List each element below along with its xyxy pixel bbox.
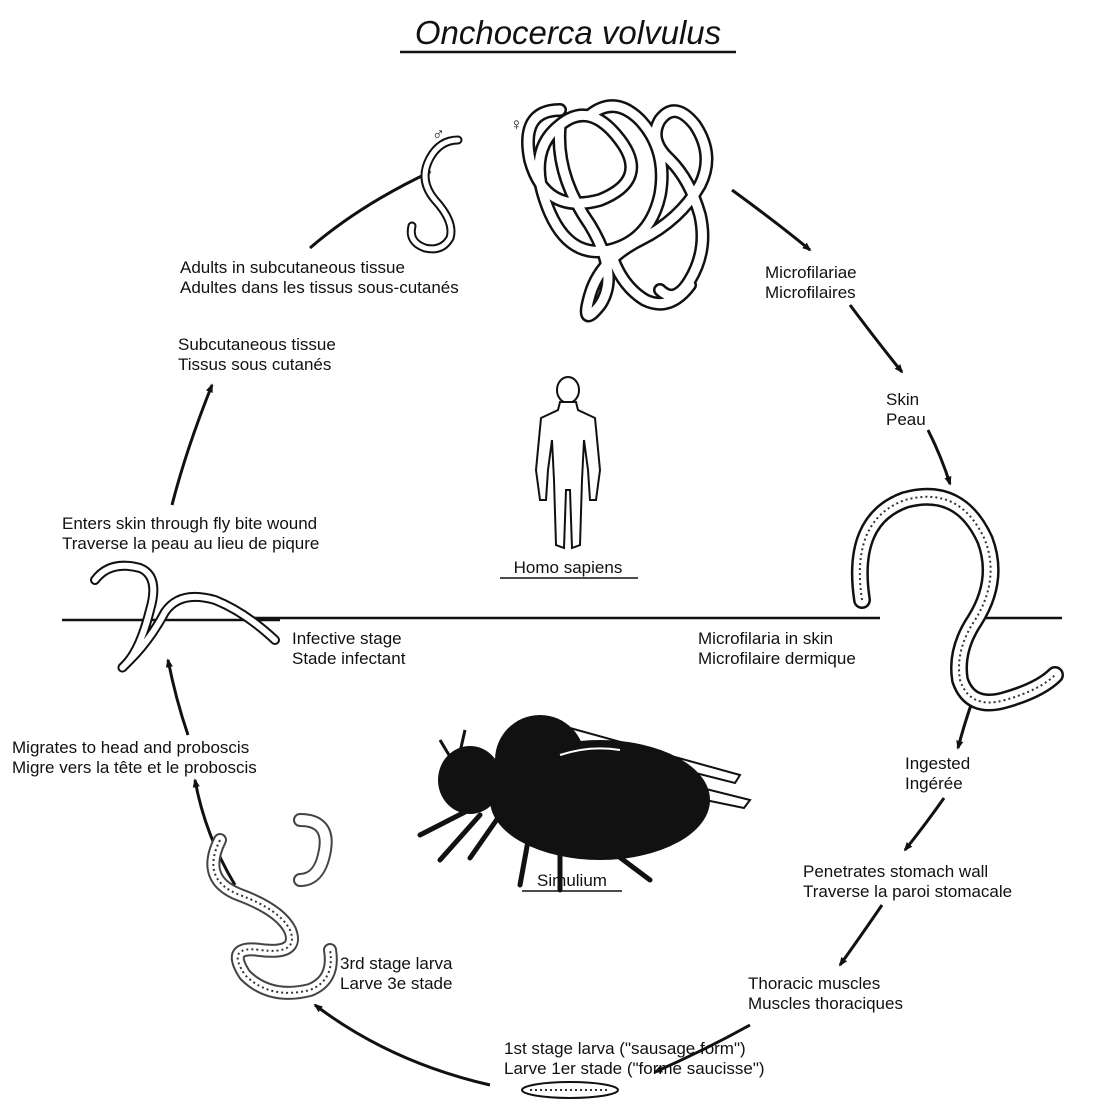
- label-mf-in-skin-fr: Microfilaire dermique: [698, 649, 856, 668]
- human-figure-icon: [536, 377, 600, 548]
- label-ingested-fr: Ingérée: [905, 774, 963, 793]
- label-stomach-en: Penetrates stomach wall: [803, 862, 988, 881]
- label-subcutaneous: Subcutaneous tissue Tissus sous cutanés: [178, 335, 336, 374]
- label-microfilariae: Microfilariae Microfilaires: [765, 263, 857, 302]
- female-worm-illustration: [528, 106, 706, 315]
- label-adults-fr: Adultes dans les tissus sous-cutanés: [180, 278, 459, 297]
- label-infective: Infective stage Stade infectant: [292, 629, 406, 668]
- label-stomach: Penetrates stomach wall Traverse la paro…: [803, 862, 1012, 901]
- label-migrates: Migrates to head and proboscis Migre ver…: [12, 738, 257, 777]
- arrow-to-stomach: [905, 798, 944, 850]
- label-stomach-fr: Traverse la paroi stomacale: [803, 882, 1012, 901]
- microfilaria-illustration: [860, 497, 1055, 703]
- label-adults-en: Adults in subcutaneous tissue: [180, 258, 405, 277]
- label-skin-fr: Peau: [886, 410, 926, 429]
- female-symbol: ♀: [510, 115, 523, 134]
- label-skin-en: Skin: [886, 390, 919, 409]
- label-third-larva-fr: Larve 3e stade: [340, 974, 452, 993]
- label-enters-skin-fr: Traverse la peau au lieu de piqure: [62, 534, 319, 553]
- arrow-to-ingested: [958, 702, 972, 748]
- infective-larva-illustration: [95, 566, 275, 668]
- label-first-larva: 1st stage larva ("sausage form") Larve 1…: [504, 1039, 765, 1078]
- label-infective-fr: Stade infectant: [292, 649, 406, 668]
- label-subcutaneous-fr: Tissus sous cutanés: [178, 355, 331, 374]
- label-first-larva-fr: Larve 1er stade ("forme saucisse"): [504, 1059, 765, 1078]
- label-subcutaneous-en: Subcutaneous tissue: [178, 335, 336, 354]
- arrow-to-third-larva: [315, 1005, 490, 1085]
- vector-host-label: Simulium: [537, 871, 607, 890]
- label-ingested: Ingested Ingérée: [905, 754, 970, 793]
- simulium-fly-illustration: [420, 715, 750, 890]
- label-migrates-en: Migrates to head and proboscis: [12, 738, 249, 757]
- male-symbol: ♂: [432, 125, 445, 144]
- label-enters-skin-en: Enters skin through fly bite wound: [62, 514, 317, 533]
- arrow-to-infective: [168, 660, 188, 735]
- male-worm-illustration: [411, 140, 458, 249]
- label-microfilariae-fr: Microfilaires: [765, 283, 856, 302]
- label-third-larva-en: 3rd stage larva: [340, 954, 453, 973]
- label-first-larva-en: 1st stage larva ("sausage form"): [504, 1039, 746, 1058]
- third-stage-larva-illustration: [213, 820, 331, 993]
- figure-title: Onchocerca volvulus: [415, 14, 721, 51]
- label-adults: Adults in subcutaneous tissue Adultes da…: [180, 258, 459, 297]
- label-enters-skin: Enters skin through fly bite wound Trave…: [62, 514, 319, 553]
- label-microfilariae-en: Microfilariae: [765, 263, 857, 282]
- label-thoracic-fr: Muscles thoraciques: [748, 994, 903, 1013]
- label-infective-en: Infective stage: [292, 629, 402, 648]
- label-mf-in-skin-en: Microfilaria in skin: [698, 629, 833, 648]
- label-ingested-en: Ingested: [905, 754, 970, 773]
- arrow-to-mf-in-skin: [928, 430, 950, 484]
- label-migrates-fr: Migre vers la tête et le proboscis: [12, 758, 257, 777]
- label-mf-in-skin: Microfilaria in skin Microfilaire dermiq…: [698, 629, 856, 668]
- first-stage-larva-illustration: [522, 1082, 618, 1098]
- arrow-to-skin: [850, 305, 902, 372]
- arrow-to-subcutaneous: [172, 385, 212, 505]
- label-thoracic: Thoracic muscles Muscles thoraciques: [748, 974, 903, 1013]
- arrow-adults-to-microfilariae: [732, 190, 810, 250]
- arrow-to-thoracic: [840, 905, 882, 965]
- label-skin: Skin Peau: [886, 390, 926, 429]
- human-host-label: Homo sapiens: [514, 558, 623, 577]
- label-third-larva: 3rd stage larva Larve 3e stade: [340, 954, 453, 993]
- label-thoracic-en: Thoracic muscles: [748, 974, 880, 993]
